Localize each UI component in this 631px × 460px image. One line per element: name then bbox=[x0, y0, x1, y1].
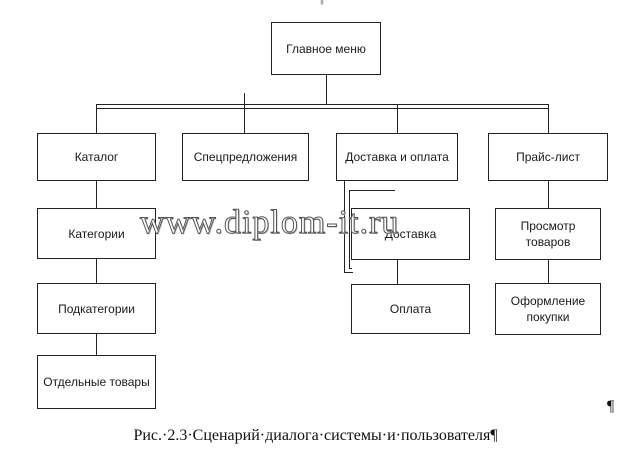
connector-delivery-bracket-bottom-inner bbox=[349, 268, 352, 270]
connector-delivery-bracket-inner bbox=[349, 190, 351, 269]
node-delivery: Доставка bbox=[351, 208, 470, 260]
connector-delivery-to-payment bbox=[397, 260, 399, 285]
connector-delivery-bracket-bottom bbox=[344, 272, 353, 274]
connector-delivery-bracket-top bbox=[349, 190, 395, 192]
node-view-products: Просмотр товаров bbox=[495, 208, 601, 260]
watermark-text: www.diplom-it.ru bbox=[139, 204, 400, 242]
node-main-menu: Главное меню bbox=[271, 22, 381, 75]
connector-view-checkout bbox=[548, 260, 550, 284]
node-payment: Оплата bbox=[351, 284, 470, 334]
connector-to-special-offers bbox=[244, 93, 246, 134]
connector-catalog-categories bbox=[96, 180, 98, 208]
node-price-list: Прайс-лист bbox=[488, 133, 608, 181]
node-subcategories: Подкатегории bbox=[37, 283, 156, 334]
connector-to-delivery-payment bbox=[397, 104, 399, 134]
connector-bus-top bbox=[96, 104, 549, 106]
node-checkout: Оформление покупки bbox=[495, 283, 601, 335]
connector-categories-subcategories bbox=[96, 258, 98, 284]
connector-bus-right-end bbox=[548, 104, 550, 134]
node-categories: Категории bbox=[37, 208, 156, 259]
node-individual-products: Отдельные товары bbox=[37, 355, 156, 409]
pilcrow-mark-right: ¶ bbox=[607, 398, 615, 415]
connector-delivery-bracket-outer bbox=[344, 180, 346, 273]
connector-pricelist-view bbox=[548, 180, 550, 208]
connector-bus-bottom bbox=[96, 108, 549, 110]
node-special-offers: Спецпредложения bbox=[182, 133, 309, 181]
figure-caption: Рис.·2.3·Сценарий·диалога·системы·и·поль… bbox=[133, 427, 498, 444]
node-delivery-payment: Доставка и оплата bbox=[336, 133, 458, 181]
connector-subcategories-products bbox=[96, 333, 98, 355]
connector-bus-left-end bbox=[96, 104, 98, 134]
node-catalog: Каталог bbox=[37, 133, 156, 181]
connector-main-trunk bbox=[326, 75, 328, 105]
pilcrow-mark-top: ¶ bbox=[318, 0, 324, 7]
